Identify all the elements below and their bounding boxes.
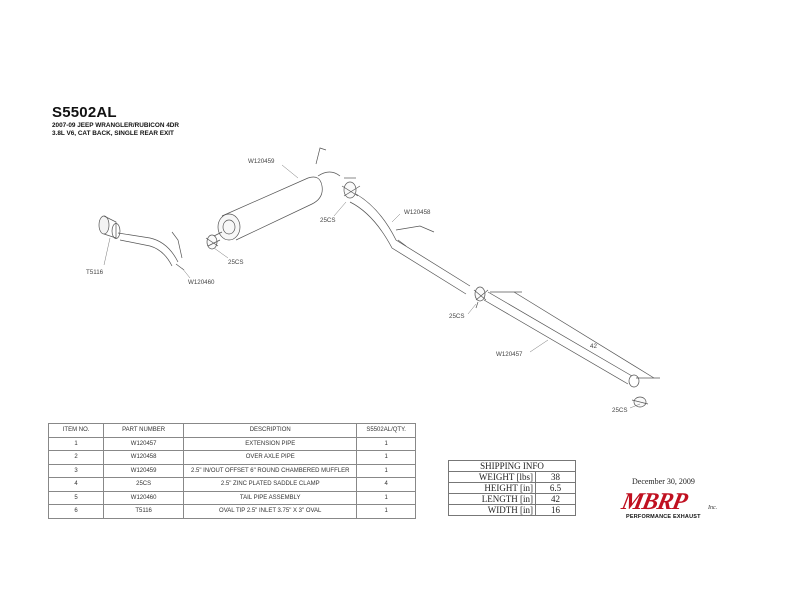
qty: 1 xyxy=(356,490,416,505)
table-row: 6 T5116 OVAL TIP 2.5" INLET 3.75" X 3" O… xyxy=(47,504,416,519)
item-no: 3 xyxy=(47,463,105,478)
logo-tagline: PERFORMANCE EXHAUST xyxy=(626,514,701,520)
table-row: LENGTH [in] 42 xyxy=(448,493,576,505)
description: EXTENSION PIPE xyxy=(183,436,358,451)
description: 2.5" IN/OUT OFFSET 6" ROUND CHAMBERED MU… xyxy=(183,463,358,478)
callout-w120459: W120459 xyxy=(248,158,275,165)
callout-25cs-upper: 25CS xyxy=(320,217,335,224)
part-number: W120457 xyxy=(103,436,185,451)
part-number: W120460 xyxy=(103,490,185,505)
part-number: W120458 xyxy=(103,450,185,465)
callout-w120457: W120457 xyxy=(496,351,523,358)
shipping-info-table: SHIPPING INFO WEIGHT [lbs] 38 HEIGHT [in… xyxy=(448,460,576,516)
shipping-key: LENGTH [in] xyxy=(448,493,536,505)
drawing-date: December 30, 2009 xyxy=(632,477,695,486)
tail-pipe-part xyxy=(117,231,185,271)
logo-suffix: Inc. xyxy=(708,505,718,511)
item-no: 2 xyxy=(47,450,105,465)
description: OVER AXLE PIPE xyxy=(183,450,358,465)
parts-table-header: ITEM NO. PART NUMBER DESCRIPTION S5502AL… xyxy=(47,423,416,438)
mbrp-logo: MBRP Inc. PERFORMANCE EXHAUST xyxy=(619,489,734,525)
qty: 4 xyxy=(356,477,416,492)
shipping-value: 16 xyxy=(535,504,576,516)
header-qty: S5502AL/QTY. xyxy=(356,423,416,438)
tail-clamp-part xyxy=(205,234,221,250)
dimension-line xyxy=(490,291,660,379)
shipping-value: 42 xyxy=(535,493,576,505)
description: OVAL TIP 2.5" INLET 3.75" X 3" OVAL xyxy=(183,504,358,519)
qty: 1 xyxy=(356,450,416,465)
table-row: WIDTH [in] 16 xyxy=(448,504,576,516)
end-clamp-part xyxy=(631,396,649,408)
shipping-value: 38 xyxy=(535,471,576,483)
part-number: 25CS xyxy=(103,477,185,492)
extension-pipe-part xyxy=(483,291,640,388)
spec-subtitle: 3.8L V6, CAT BACK, SINGLE REAR EXIT xyxy=(52,130,174,137)
qty: 1 xyxy=(356,463,416,478)
qty: 1 xyxy=(356,504,416,519)
table-row: 5 W120460 TAIL PIPE ASSEMBLY 1 xyxy=(47,490,416,505)
description: 2.5" ZINC PLATED SADDLE CLAMP xyxy=(183,477,358,492)
part-code-title: S5502AL xyxy=(52,104,117,121)
table-row: 2 W120458 OVER AXLE PIPE 1 xyxy=(47,450,416,465)
callout-25cs-end: 25CS xyxy=(612,407,627,414)
vehicle-subtitle: 2007-09 JEEP WRANGLER/RUBICON 4DR xyxy=(52,122,180,129)
item-no: 5 xyxy=(47,490,105,505)
callout-leaders xyxy=(103,164,641,409)
shipping-info-title: SHIPPING INFO xyxy=(448,460,576,472)
item-no: 4 xyxy=(47,477,105,492)
item-no: 6 xyxy=(47,504,105,519)
over-axle-pipe-part xyxy=(349,193,471,295)
item-no: 1 xyxy=(47,436,105,451)
shipping-key: HEIGHT [in] xyxy=(448,482,536,494)
dimension-label: 42 xyxy=(590,343,597,350)
header-part-number: PART NUMBER xyxy=(103,423,185,438)
callout-w120458: W120458 xyxy=(404,209,431,216)
mid-clamp-part xyxy=(473,286,489,309)
logo-wordmark: MBRP xyxy=(619,489,689,515)
table-row: 1 W120457 EXTENSION PIPE 1 xyxy=(47,436,416,451)
callout-t5116: T5116 xyxy=(86,269,104,276)
header-item-no: ITEM NO. xyxy=(47,423,105,438)
table-row: 3 W120459 2.5" IN/OUT OFFSET 6" ROUND CH… xyxy=(47,463,416,478)
callout-w120460: W120460 xyxy=(188,279,215,286)
description: TAIL PIPE ASSEMBLY xyxy=(183,490,358,505)
upper-clamp-part xyxy=(341,177,361,199)
table-row: 4 25CS 2.5" ZINC PLATED SADDLE CLAMP 4 xyxy=(47,477,416,492)
callout-25cs-mid: 25CS xyxy=(449,313,464,320)
shipping-key: WIDTH [in] xyxy=(448,504,536,516)
table-row: HEIGHT [in] 6.5 xyxy=(448,482,576,494)
part-number: T5116 xyxy=(103,504,185,519)
muffler-part xyxy=(213,147,341,241)
parts-table: ITEM NO. PART NUMBER DESCRIPTION S5502AL… xyxy=(47,423,416,519)
table-row: WEIGHT [lbs] 38 xyxy=(448,471,576,483)
shipping-key: WEIGHT [lbs] xyxy=(448,471,536,483)
header-description: DESCRIPTION xyxy=(183,423,358,438)
part-number: W120459 xyxy=(103,463,185,478)
shipping-value: 6.5 xyxy=(535,482,576,494)
oval-tip-part xyxy=(98,215,121,239)
callout-25cs-tail: 25CS xyxy=(228,259,243,266)
qty: 1 xyxy=(356,436,416,451)
